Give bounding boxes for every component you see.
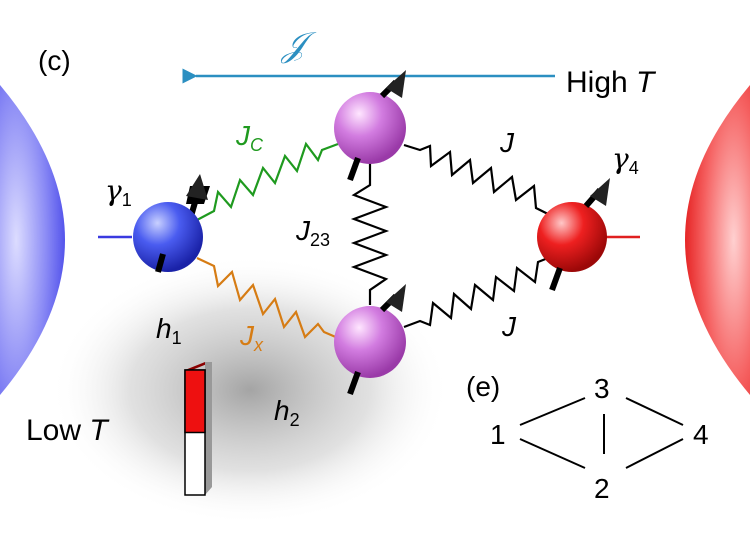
spring-jc — [196, 141, 339, 221]
panel-e-label: (e) — [466, 371, 500, 402]
gamma4-label: γ4 — [612, 142, 639, 178]
high-temperature-label: High T — [566, 66, 657, 99]
j-lower-label: J — [501, 311, 517, 342]
field-shadow — [50, 255, 450, 525]
graph-node-3: 3 — [594, 373, 610, 404]
heat-current-symbol: 𝒥 — [280, 25, 317, 65]
h2-label: h2 — [274, 395, 300, 430]
field-bar-fill — [184, 369, 206, 434]
jx-label: Jx — [239, 320, 264, 355]
j-upper-label: J — [499, 127, 515, 158]
spring-j-lower — [403, 256, 549, 329]
spin-1 — [133, 174, 210, 273]
low-temperature-label: Low T — [26, 414, 110, 447]
graph-node-1: 1 — [490, 419, 506, 450]
spring-jx — [196, 257, 339, 340]
jc-label: JC — [235, 120, 264, 155]
j23-label: J23 — [295, 215, 330, 250]
hot-bath — [685, 85, 750, 395]
cold-bath — [0, 85, 65, 395]
spin-2 — [334, 70, 406, 182]
spring-j-upper — [403, 143, 549, 215]
gamma1-label: γ1 — [105, 174, 132, 210]
field-bar — [184, 362, 212, 496]
graph-e — [519, 397, 684, 469]
spin-3 — [334, 284, 406, 396]
graph-node-2: 2 — [594, 473, 610, 504]
panel-c-label: (c) — [38, 45, 71, 76]
h1-label: h1 — [156, 313, 182, 348]
spring-j23 — [350, 162, 390, 305]
graph-node-4: 4 — [693, 419, 709, 450]
spin-4 — [537, 178, 610, 292]
